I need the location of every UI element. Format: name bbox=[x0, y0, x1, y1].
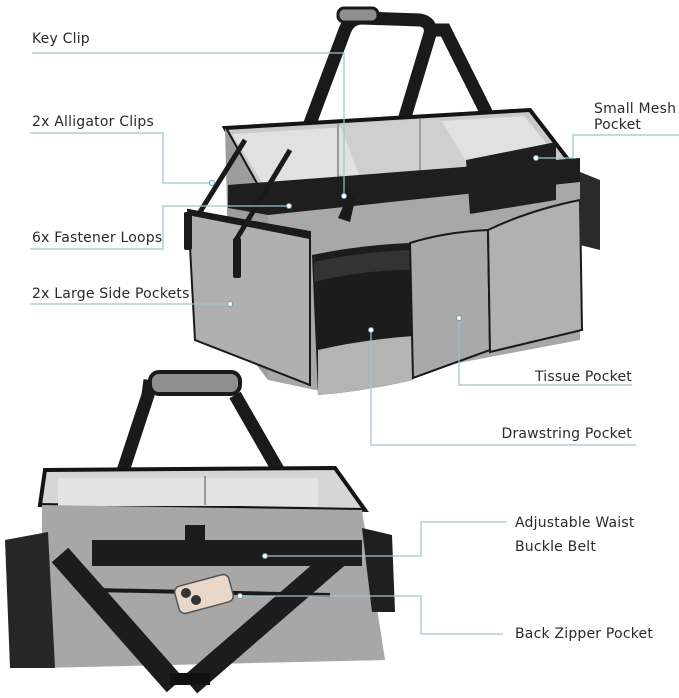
dot-fastener-loops bbox=[286, 203, 292, 209]
label-tissue-pocket: Tissue Pocket bbox=[534, 369, 632, 385]
leader-drawstring-pocket bbox=[370, 330, 636, 446]
label-drawstring-pocket: Drawstring Pocket bbox=[501, 426, 632, 442]
leader-small-mesh-pocket bbox=[536, 134, 679, 159]
leader-fastener-loops bbox=[30, 205, 289, 250]
dot-large-side-pockets bbox=[227, 301, 233, 307]
label-key-clip: Key Clip bbox=[32, 31, 90, 47]
leader-waist-buckle-belt bbox=[265, 521, 507, 557]
label-fastener-loops: 6x Fastener Loops bbox=[32, 230, 163, 246]
dot-alligator-clips bbox=[209, 180, 215, 186]
label-small-mesh-pocket-line2: Pocket bbox=[594, 117, 642, 133]
leader-key-clip bbox=[32, 52, 345, 196]
dot-waist-buckle-belt bbox=[262, 553, 268, 559]
label-back-zipper-pocket: Back Zipper Pocket bbox=[515, 626, 654, 642]
leader-alligator-clips bbox=[30, 132, 212, 184]
leader-back-zipper-pocket bbox=[240, 595, 503, 635]
label-alligator-clips: 2x Alligator Clips bbox=[32, 114, 154, 130]
dot-key-clip bbox=[341, 193, 347, 199]
dot-drawstring-pocket bbox=[368, 327, 374, 333]
label-waist-buckle-belt-line2: Buckle Belt bbox=[515, 539, 597, 555]
dot-tissue-pocket bbox=[456, 315, 462, 321]
leader-tissue-pocket bbox=[458, 318, 632, 386]
label-small-mesh-pocket-line1: Small Mesh bbox=[594, 101, 677, 117]
label-large-side-pockets: 2x Large Side Pockets bbox=[32, 286, 190, 302]
label-waist-buckle-belt-line1: Adjustable Waist bbox=[515, 515, 635, 531]
dot-back-zipper-pocket bbox=[237, 593, 243, 599]
dot-small-mesh-pocket bbox=[533, 155, 539, 161]
